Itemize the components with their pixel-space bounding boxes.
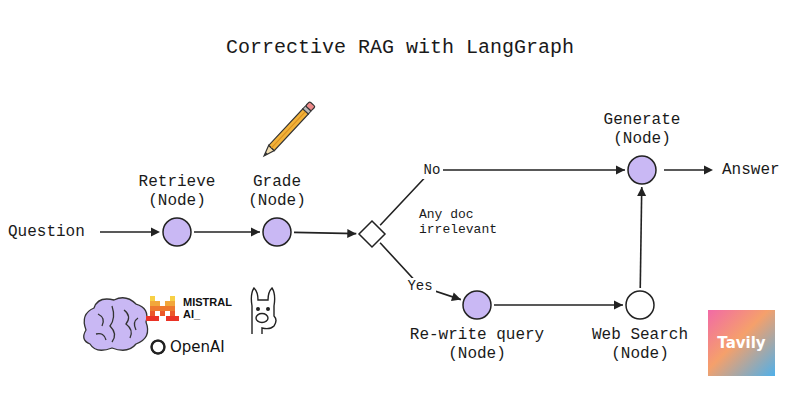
connector-line: [640, 187, 641, 288]
process-circle: Web Search (Node): [625, 290, 655, 320]
mistral-logo: [146, 296, 179, 321]
connector-line: [294, 232, 356, 233]
edge-label: Yes: [404, 278, 435, 295]
arrow-head: [347, 229, 356, 238]
arrow-head: [251, 228, 260, 237]
node-label: Generate (Node): [592, 111, 692, 149]
decision-diamond: Any doc irrelevant: [358, 220, 386, 248]
connector: [637, 187, 646, 288]
tavily-logo: [708, 310, 775, 376]
arrow-head: [614, 301, 623, 310]
edge-label: No: [421, 162, 444, 179]
input-label: Question: [8, 222, 85, 242]
node-text: Retrieve (Node): [127, 173, 227, 211]
process-circle: Generate (Node): [627, 155, 657, 185]
node-text: Grade (Node): [242, 173, 312, 211]
node-label: Retrieve (Node): [127, 173, 227, 211]
node-outline: [262, 217, 292, 247]
node-label: Grade (Node): [242, 173, 312, 211]
node-outline: [358, 220, 386, 248]
node-text: Web Search (Node): [585, 326, 695, 364]
arrow-head: [616, 166, 625, 175]
connector: [194, 228, 260, 237]
process-circle: Grade (Node): [262, 217, 292, 247]
pencil-icon: [261, 101, 315, 158]
brain-icon: [84, 298, 148, 351]
node-text: Any doc irrelevant: [419, 207, 509, 237]
node-label: Any doc irrelevant: [419, 207, 509, 237]
node-text: Re-write query (Node): [402, 326, 552, 364]
node-label: Re-write query (Node): [402, 326, 552, 364]
circle-shape: [163, 218, 191, 246]
connector-line: [380, 170, 625, 225]
process-circle: Retrieve (Node): [162, 217, 192, 247]
diamond-shape: [359, 221, 385, 247]
connector: [494, 301, 623, 310]
node-outline: [162, 217, 192, 247]
logo-text: Tavily: [708, 334, 775, 352]
node-outline: [627, 155, 657, 185]
node-text: Generate (Node): [592, 111, 692, 149]
node-label: Web Search (Node): [585, 326, 695, 364]
diagram-title: Corrective RAG with LangGraph: [0, 36, 800, 60]
llama-icon: [251, 288, 276, 334]
circle-shape: [626, 291, 654, 319]
connector-line: [380, 243, 461, 300]
node-outline: [462, 290, 492, 320]
output-label: Answer: [722, 160, 780, 180]
circle-shape: [463, 291, 491, 319]
connector-line: [494, 304, 623, 306]
logo-text: MISTRAL AI_: [183, 296, 239, 320]
connector: [380, 243, 461, 301]
connector: [380, 166, 625, 226]
connector-line: [194, 231, 260, 233]
input-arrow: [100, 228, 160, 237]
node-outline: [625, 290, 655, 320]
circle-shape: [628, 156, 656, 184]
logo-text: OpenAI: [170, 338, 225, 356]
openai-logo: [150, 339, 166, 355]
connector: [294, 229, 356, 238]
arrow-head: [451, 293, 461, 302]
arrow-head: [637, 187, 646, 196]
process-circle: Re-write query (Node): [462, 290, 492, 320]
circle-shape: [263, 218, 291, 246]
output-arrow: [664, 166, 713, 175]
